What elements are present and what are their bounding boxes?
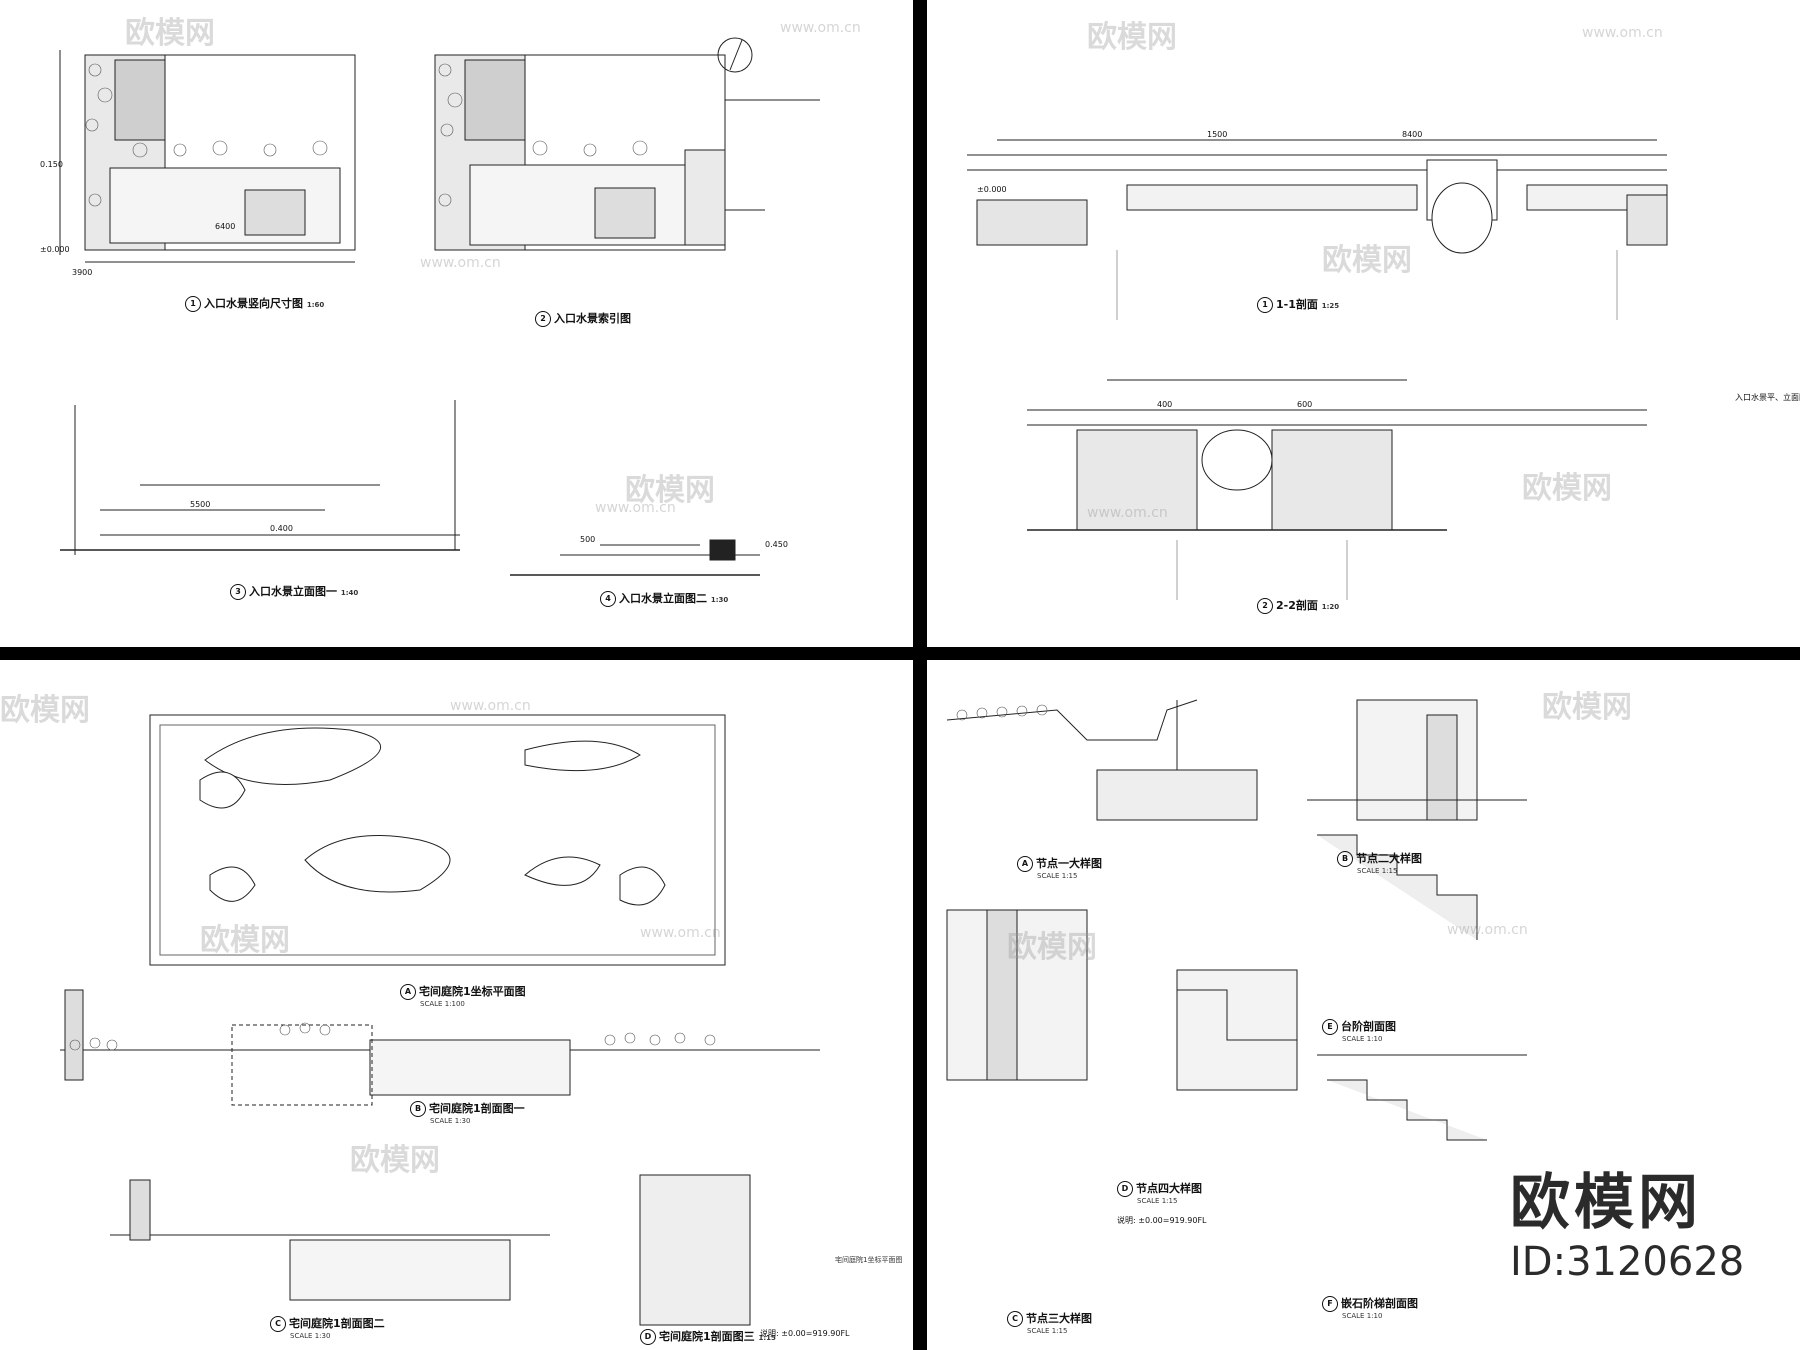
watermark-url: www.om.cn [780,20,861,36]
watermark-text: 欧模网 [1322,243,1412,278]
watermark-text: 欧模网 [625,473,715,508]
drawing-scale-C: SCALE 1:30 [290,1332,331,1340]
watermark-text: 欧模网 [125,16,215,51]
drawing-number-1: 1 [185,296,201,312]
sheet-entrance-water-feature: 3900 0.150 ±0.000 6400 5500 0.400 500 0.… [0,0,913,647]
watermark-text: 欧模网 [0,693,90,728]
elevation-note: 说明: ±0.00=919.90FL [1117,1216,1207,1225]
drawing-number-4: 4 [600,591,616,607]
drawing-letter-A: A [1017,856,1033,872]
dim-0000: ±0.000 [977,185,1007,194]
drawing-number-3: 3 [230,584,246,600]
watermark-url: www.om.cn [640,925,721,941]
drawing-number-2: 2 [1257,598,1273,614]
watermark-url: www.om.cn [420,255,501,271]
dim-8400: 8400 [1402,130,1423,139]
dim-0450: 0.450 [765,540,788,549]
brand-id: ID:3120628 [1510,1239,1745,1285]
drawing-scale-B: SCALE 1:30 [430,1117,471,1125]
dim-6400: 6400 [215,222,236,231]
watermark-text: 欧模网 [350,1143,440,1178]
dim-400: 400 [1157,400,1173,409]
drawing-scale-D: SCALE 1:15 [1137,1197,1178,1205]
drawing-scale-C: SCALE 1:15 [1027,1327,1068,1335]
watermark-text: 欧模网 [1522,471,1612,506]
dim-1500: 1500 [1207,130,1228,139]
drawing-letter-B: B [410,1101,426,1117]
watermark-text: 欧模网 [1542,690,1632,725]
q3-drawing-lines [60,714,820,1326]
dim-500: 500 [580,535,596,544]
dim-600: 600 [1297,400,1313,409]
drawing-letter-D: D [1117,1181,1133,1197]
drawing-scale-E: SCALE 1:10 [1342,1035,1383,1043]
watermark-text: 欧模网 [200,923,290,958]
q1-drawing-lines [59,37,820,576]
brand-name: 欧模网 [1510,1168,1702,1238]
dim-0000: ±0.000 [40,245,70,254]
elevation-note: 说明: ±0.00=919.90FL [760,1329,850,1338]
q4-drawing-lines [946,699,1527,1141]
drawing-letter-F: F [1322,1296,1338,1312]
side-note: 入口水景平、立面图 [1735,393,1800,402]
drawing-scale-B: SCALE 1:15 [1357,867,1398,875]
drawing-letter-C: C [270,1316,286,1332]
q2-drawing-lines [967,139,1668,600]
watermark-url: www.om.cn [450,698,531,714]
drawing-letter-B: B [1337,851,1353,867]
dim-0400: 0.400 [270,524,293,533]
watermark-text: 欧模网 [1087,20,1177,55]
drawing-number-2: 2 [535,311,551,327]
drawing-letter-A: A [400,984,416,1000]
drawing-scale-A: SCALE 1:15 [1037,872,1078,880]
drawing-scale-A: SCALE 1:100 [420,1000,465,1008]
dim-5500: 5500 [190,500,211,509]
watermark-text: 欧模网 [1007,930,1097,965]
watermark-url: www.om.cn [1582,25,1663,41]
drawing-letter-E: E [1322,1019,1338,1035]
watermark-url: www.om.cn [1087,505,1168,521]
drawing-scale-F: SCALE 1:10 [1342,1312,1383,1320]
drawing-number-1: 1 [1257,297,1273,313]
side-note: 宅间庭院1坐标平面图 [835,1256,903,1264]
drawing-letter-D: D [640,1329,656,1345]
dim-0150: 0.150 [40,160,63,169]
dim-3900: 3900 [72,268,93,277]
drawing-letter-C: C [1007,1311,1023,1327]
watermark-url: www.om.cn [1447,922,1528,938]
brand-logo: 欧模网 ID:3120628 [1510,1168,1744,1286]
watermark-url: www.om.cn [595,500,676,516]
